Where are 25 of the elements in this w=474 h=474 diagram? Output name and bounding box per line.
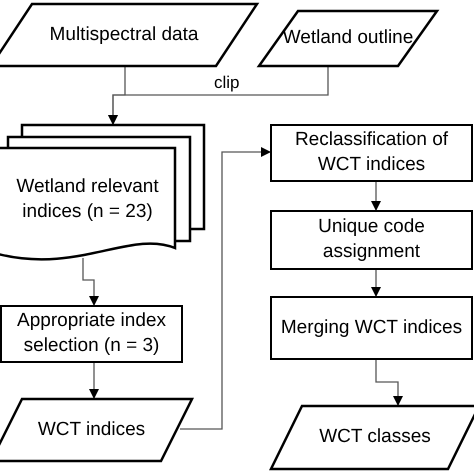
data-parallelogram (0, 398, 193, 462)
arrow (108, 67, 329, 125)
arrow (371, 182, 381, 211)
edge-label: clip (212, 74, 242, 91)
node-text: Reclassification of WCT indices (294, 128, 450, 177)
process-box (270, 124, 473, 182)
arrow (82, 258, 99, 306)
node-text: Merging WCT indices (280, 316, 464, 340)
arrow (371, 270, 381, 297)
arrow (375, 360, 403, 406)
data-parallelogram (258, 10, 438, 67)
node-text: WCT indices (36, 418, 146, 442)
node-text: WCT classes (318, 425, 432, 450)
data-parallelogram (0, 3, 258, 67)
arrow (89, 363, 99, 399)
node-text: Unique code assignment (317, 215, 426, 264)
arrow (180, 147, 271, 430)
node-text: Wetland outline (282, 26, 414, 50)
node-text: Multispectral data (48, 22, 200, 47)
process-box (270, 210, 473, 270)
node-text: Wetland relevant indices (n = 23) (15, 175, 160, 224)
process-box (270, 296, 473, 360)
node-text: Appropriate index selection (n = 3) (16, 309, 167, 358)
data-parallelogram (270, 405, 474, 470)
process-box (0, 305, 183, 363)
